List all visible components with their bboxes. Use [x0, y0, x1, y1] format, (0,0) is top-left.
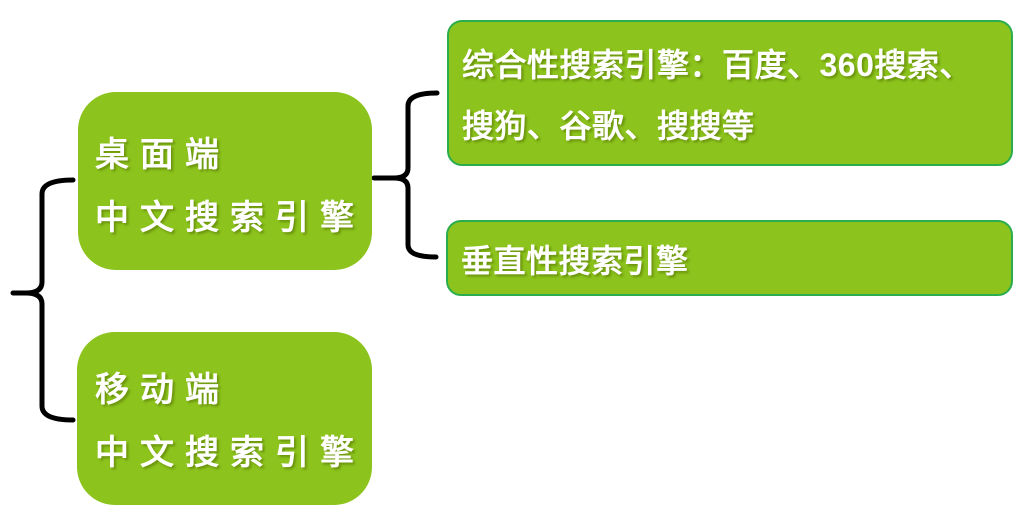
node-desktop-chinese-search-engines: 桌面端 中文搜索引擎: [78, 92, 372, 270]
node-vertical-search-engines: 垂直性搜索引擎: [446, 220, 1013, 296]
node-text-line: 中文搜索引擎: [95, 434, 365, 472]
root-brace: [23, 177, 76, 423]
node-text-line: 搜狗、谷歌、搜搜等: [462, 108, 755, 144]
node-text-line: 桌面端: [95, 136, 230, 174]
node-text-line: 垂直性搜索引擎: [461, 243, 689, 279]
node-text-line: 中文搜索引擎: [95, 199, 365, 237]
node-text-line: 移动端: [95, 371, 230, 409]
desktop-brace: [391, 90, 440, 260]
node-text-line: 综合性搜索引擎：百度、360搜索、: [462, 47, 972, 83]
node-mobile-chinese-search-engines: 移动端 中文搜索引擎: [77, 332, 372, 505]
node-comprehensive-search-engines: 综合性搜索引擎：百度、360搜索、 搜狗、谷歌、搜搜等: [447, 20, 1013, 166]
